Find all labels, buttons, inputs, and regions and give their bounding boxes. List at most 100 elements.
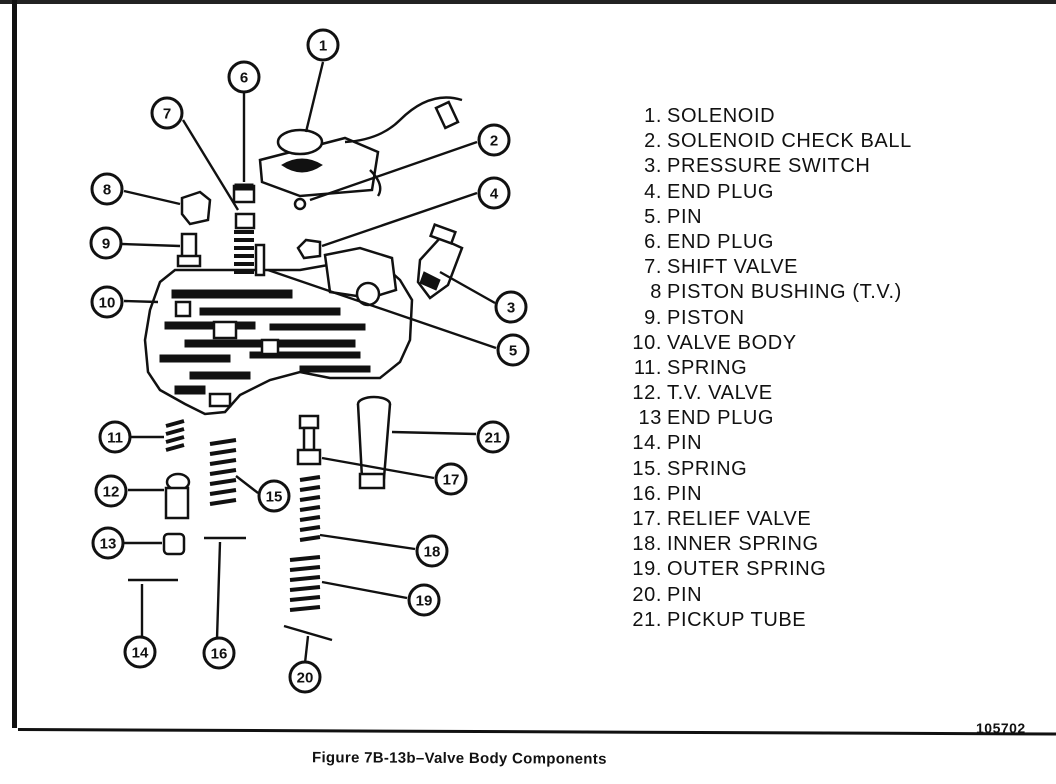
legend-item: 9.PISTON <box>612 306 912 331</box>
legend-number: 9. <box>644 306 662 329</box>
spring-15-illustration <box>209 438 237 506</box>
callout-circle <box>98 420 132 454</box>
solenoid-illustration <box>258 96 463 198</box>
callout-circle <box>257 479 291 513</box>
callout-12: 12 <box>94 474 128 508</box>
legend-label: RELIEF VALVE <box>667 508 812 530</box>
legend-label: END PLUG <box>667 407 775 430</box>
legend-number: 5. <box>644 205 662 228</box>
callout-circle <box>288 660 322 694</box>
callout-9: 9 <box>89 226 123 260</box>
callout-number: 10 <box>99 295 116 312</box>
callout-14: 14 <box>123 635 157 669</box>
check-ball-illustration <box>293 197 307 211</box>
legend-label: PICKUP TUBE <box>667 608 807 631</box>
callout-circle <box>407 583 441 617</box>
legend-item: 15.SPRING <box>612 457 912 482</box>
callout-number: 14 <box>132 645 149 662</box>
callout-circle <box>94 474 128 508</box>
callout-number: 12 <box>103 484 120 501</box>
callout-number: 4 <box>490 186 499 203</box>
legend-item: 19.OUTER SPRING <box>612 557 912 582</box>
callout-2: 2 <box>477 123 511 157</box>
legend-label: OUTER SPRING <box>667 558 827 581</box>
callout-number: 19 <box>416 593 433 610</box>
callout-number: 3 <box>507 300 515 317</box>
legend-number: 7. <box>644 256 662 279</box>
callout-circle <box>91 526 125 560</box>
legend-label: SPRING <box>667 457 748 480</box>
callout-18: 18 <box>415 534 449 568</box>
leader-lines <box>121 61 497 664</box>
legend-item: 6.END PLUG <box>612 230 912 255</box>
legend-number: 2. <box>644 130 662 153</box>
top-rule <box>0 0 1056 4</box>
pin-20-illustration <box>283 624 333 642</box>
legend-item: 17.RELIEF VALVE <box>612 507 912 532</box>
legend-number: 6. <box>644 230 662 253</box>
legend-number: 12. <box>632 382 662 405</box>
legend-number: 19. <box>632 558 662 581</box>
callout-number: 11 <box>107 430 123 447</box>
callout-17: 17 <box>434 462 468 496</box>
legend-item: 18.INNER SPRING <box>612 532 912 557</box>
valve-body-illustration <box>143 246 414 416</box>
callout-7: 7 <box>150 96 184 130</box>
callout-5: 5 <box>496 333 530 367</box>
legend-item: 4.END PLUG <box>612 180 912 205</box>
legend-number: 16. <box>632 482 662 505</box>
legend-label: VALVE BODY <box>667 331 797 354</box>
callout-circle <box>494 290 528 324</box>
callout-circle <box>123 635 157 669</box>
legend-item: 3.PRESSURE SWITCH <box>612 154 912 179</box>
end-plug-13-illustration <box>162 532 186 556</box>
callout-circle <box>227 60 261 94</box>
legend-label: PIN <box>667 205 703 228</box>
callout-16: 16 <box>202 636 236 670</box>
legend-label: SPRING <box>667 356 748 379</box>
legend-label: END PLUG <box>667 230 775 253</box>
callout-number: 7 <box>163 106 171 123</box>
callout-13: 13 <box>91 526 125 560</box>
callout-21: 21 <box>476 420 510 454</box>
callout-circle <box>496 333 530 367</box>
legend-item: 1.SOLENOID <box>612 104 912 129</box>
legend-label: INNER SPRING <box>667 533 819 556</box>
callout-19: 19 <box>407 583 441 617</box>
left-edge-rule <box>12 0 17 728</box>
legend-number: 15. <box>632 457 662 480</box>
legend-number: 18. <box>632 533 662 556</box>
legend-label: PISTON BUSHING (T.V.) <box>667 281 902 304</box>
legend-item: 20.PIN <box>612 583 912 608</box>
pressure-switch-illustration <box>416 222 464 300</box>
pickup-tube-illustration <box>356 395 392 490</box>
callout-number: 8 <box>103 182 111 199</box>
legend-label: SHIFT VALVE <box>667 256 799 279</box>
legend-item: 14.PIN <box>612 431 912 456</box>
legend-number: 17. <box>632 508 662 530</box>
callout-4: 4 <box>477 176 511 210</box>
figure-number: 105702 <box>976 720 1026 736</box>
legend-number: 21. <box>632 608 662 631</box>
legend-number: 3. <box>644 155 662 178</box>
legend-label: SOLENOID <box>667 105 776 127</box>
legend-number: 8 <box>650 281 662 304</box>
callout-number: 17 <box>443 472 460 489</box>
callout-8: 8 <box>90 172 124 206</box>
callout-circle <box>202 636 236 670</box>
figure-caption: Figure 7B-13b–Valve Body Components <box>311 749 607 768</box>
legend-number: 1. <box>644 105 662 127</box>
callout-circle <box>477 123 511 157</box>
callout-number: 5 <box>509 343 517 360</box>
piston-illustration <box>176 232 202 268</box>
callout-10: 10 <box>90 285 124 319</box>
callout-number: 21 <box>485 430 502 447</box>
legend-label: T.V. VALVE <box>667 382 773 405</box>
shift-valve-stack-illustration <box>232 183 266 277</box>
legend-item: 2.SOLENOID CHECK BALL <box>612 129 912 154</box>
callout-circle <box>477 176 511 210</box>
